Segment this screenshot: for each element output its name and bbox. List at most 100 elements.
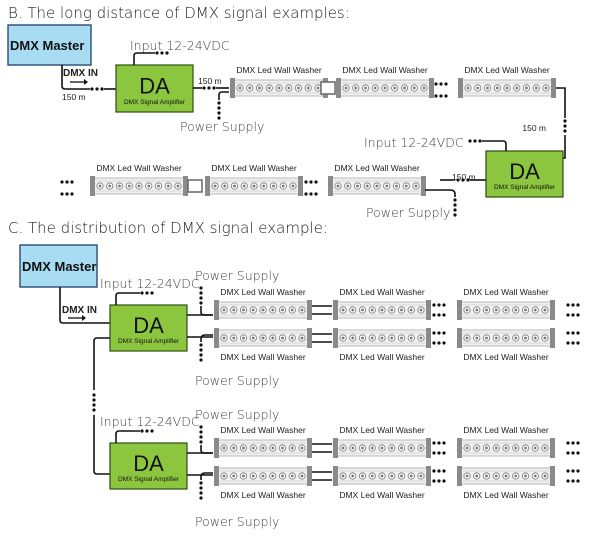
led-icon-center [504, 336, 508, 340]
led-icon-center [400, 308, 403, 312]
distance-label: 150 m [198, 76, 222, 86]
led-icon-center [290, 336, 294, 340]
dmx-master-box [19, 244, 98, 288]
washer-label: DMX Led Wall Washer [220, 490, 306, 500]
led-icon-center [485, 446, 488, 450]
continuation-dots [432, 479, 446, 483]
dot [571, 341, 575, 345]
led-icon-center [533, 474, 537, 478]
washer-connector [312, 443, 332, 453]
dot [566, 313, 570, 317]
arrow-head-icon [84, 79, 88, 85]
amplifier-subtitle: DMX Signal Amplifier [118, 338, 180, 345]
dot [444, 82, 448, 86]
led-icon-center [409, 336, 413, 340]
dot [576, 469, 580, 473]
dot [304, 192, 308, 196]
dmx-amplifier-box [485, 150, 564, 198]
washer-end-cap [90, 176, 95, 196]
led-icon-center [400, 336, 403, 340]
continuation-dots [563, 119, 567, 133]
led-icon-center [281, 308, 284, 312]
led-icon-center [300, 446, 304, 450]
washer-label: DMX Led Wall Washer [339, 490, 425, 500]
led-icon-center [486, 86, 489, 90]
continuation-dots [456, 178, 470, 182]
led-icon-center [385, 184, 389, 188]
signal-wire [93, 415, 110, 475]
power-supply-wire [425, 189, 456, 197]
led-icon-center [233, 184, 236, 188]
washer-end-cap [550, 466, 555, 486]
amplifier-name: DA [139, 74, 170, 99]
input-voltage-label: Input 12-24VDC [364, 135, 464, 150]
led-icon-center [356, 184, 359, 188]
led-icon-center [127, 184, 131, 188]
led-icon-center [251, 474, 255, 478]
led-icon-center [336, 184, 340, 188]
continuation-dots [434, 94, 448, 98]
led-icon-center [232, 474, 236, 478]
dot [432, 441, 436, 445]
led-icon-center [380, 446, 384, 450]
dot [434, 82, 438, 86]
dot [432, 331, 436, 335]
washer-end-cap [307, 466, 312, 486]
dot [212, 86, 216, 90]
led-icon-center [361, 308, 364, 312]
dmx-amplifier-box [109, 304, 188, 352]
led-icon-center [494, 308, 498, 312]
dot [453, 213, 457, 217]
continuation-dots [199, 286, 203, 305]
power-supply-label: Power Supply [195, 407, 279, 422]
continuation-dots [140, 291, 154, 295]
washer-end-cap [333, 438, 338, 458]
led-icon-center [364, 86, 367, 90]
dot [155, 51, 159, 55]
dot [95, 87, 99, 91]
continuation-dots [60, 192, 74, 196]
led-wall-washer [458, 78, 556, 98]
continuation-dots [434, 82, 448, 86]
dot [217, 106, 221, 110]
led-wall-washer [333, 466, 431, 486]
power-input-wire [482, 140, 507, 151]
led-icon-center [383, 86, 387, 90]
dot [60, 180, 64, 184]
continuation-dots [432, 441, 446, 445]
dot [199, 296, 203, 300]
dot [199, 435, 203, 439]
washer-label: DMX Led Wall Washer [464, 65, 550, 75]
washer-label: DMX Led Wall Washer [463, 425, 549, 435]
led-icon-center [465, 308, 469, 312]
dot [576, 441, 580, 445]
dmx-in-label: DMX IN [62, 305, 97, 316]
dot [453, 208, 457, 212]
dot [217, 101, 221, 105]
dot [160, 51, 164, 55]
dot [437, 451, 441, 455]
distance-label: 150 m [522, 123, 546, 133]
washer-label: DMX Led Wall Washer [463, 287, 549, 297]
led-icon-center [238, 86, 242, 90]
dot [60, 192, 64, 196]
led-icon-center [404, 184, 408, 188]
dot [439, 82, 443, 86]
continuation-dots [202, 86, 216, 90]
dot [566, 479, 570, 483]
dot [217, 111, 221, 115]
dot [456, 178, 460, 182]
led-icon-center [533, 336, 537, 340]
washer-end-cap [214, 300, 219, 320]
power-input-wire [133, 52, 155, 65]
led-icon-center [251, 446, 255, 450]
led-icon-center [422, 86, 426, 90]
dot [571, 469, 575, 473]
led-icon-center [222, 474, 226, 478]
washer-end-cap [457, 466, 462, 486]
washer-label: DMX Led Wall Washer [220, 425, 306, 435]
dot [442, 341, 446, 345]
led-icon-center [300, 474, 304, 478]
led-icon-center [475, 446, 479, 450]
amplifier-name: DA [133, 313, 164, 338]
